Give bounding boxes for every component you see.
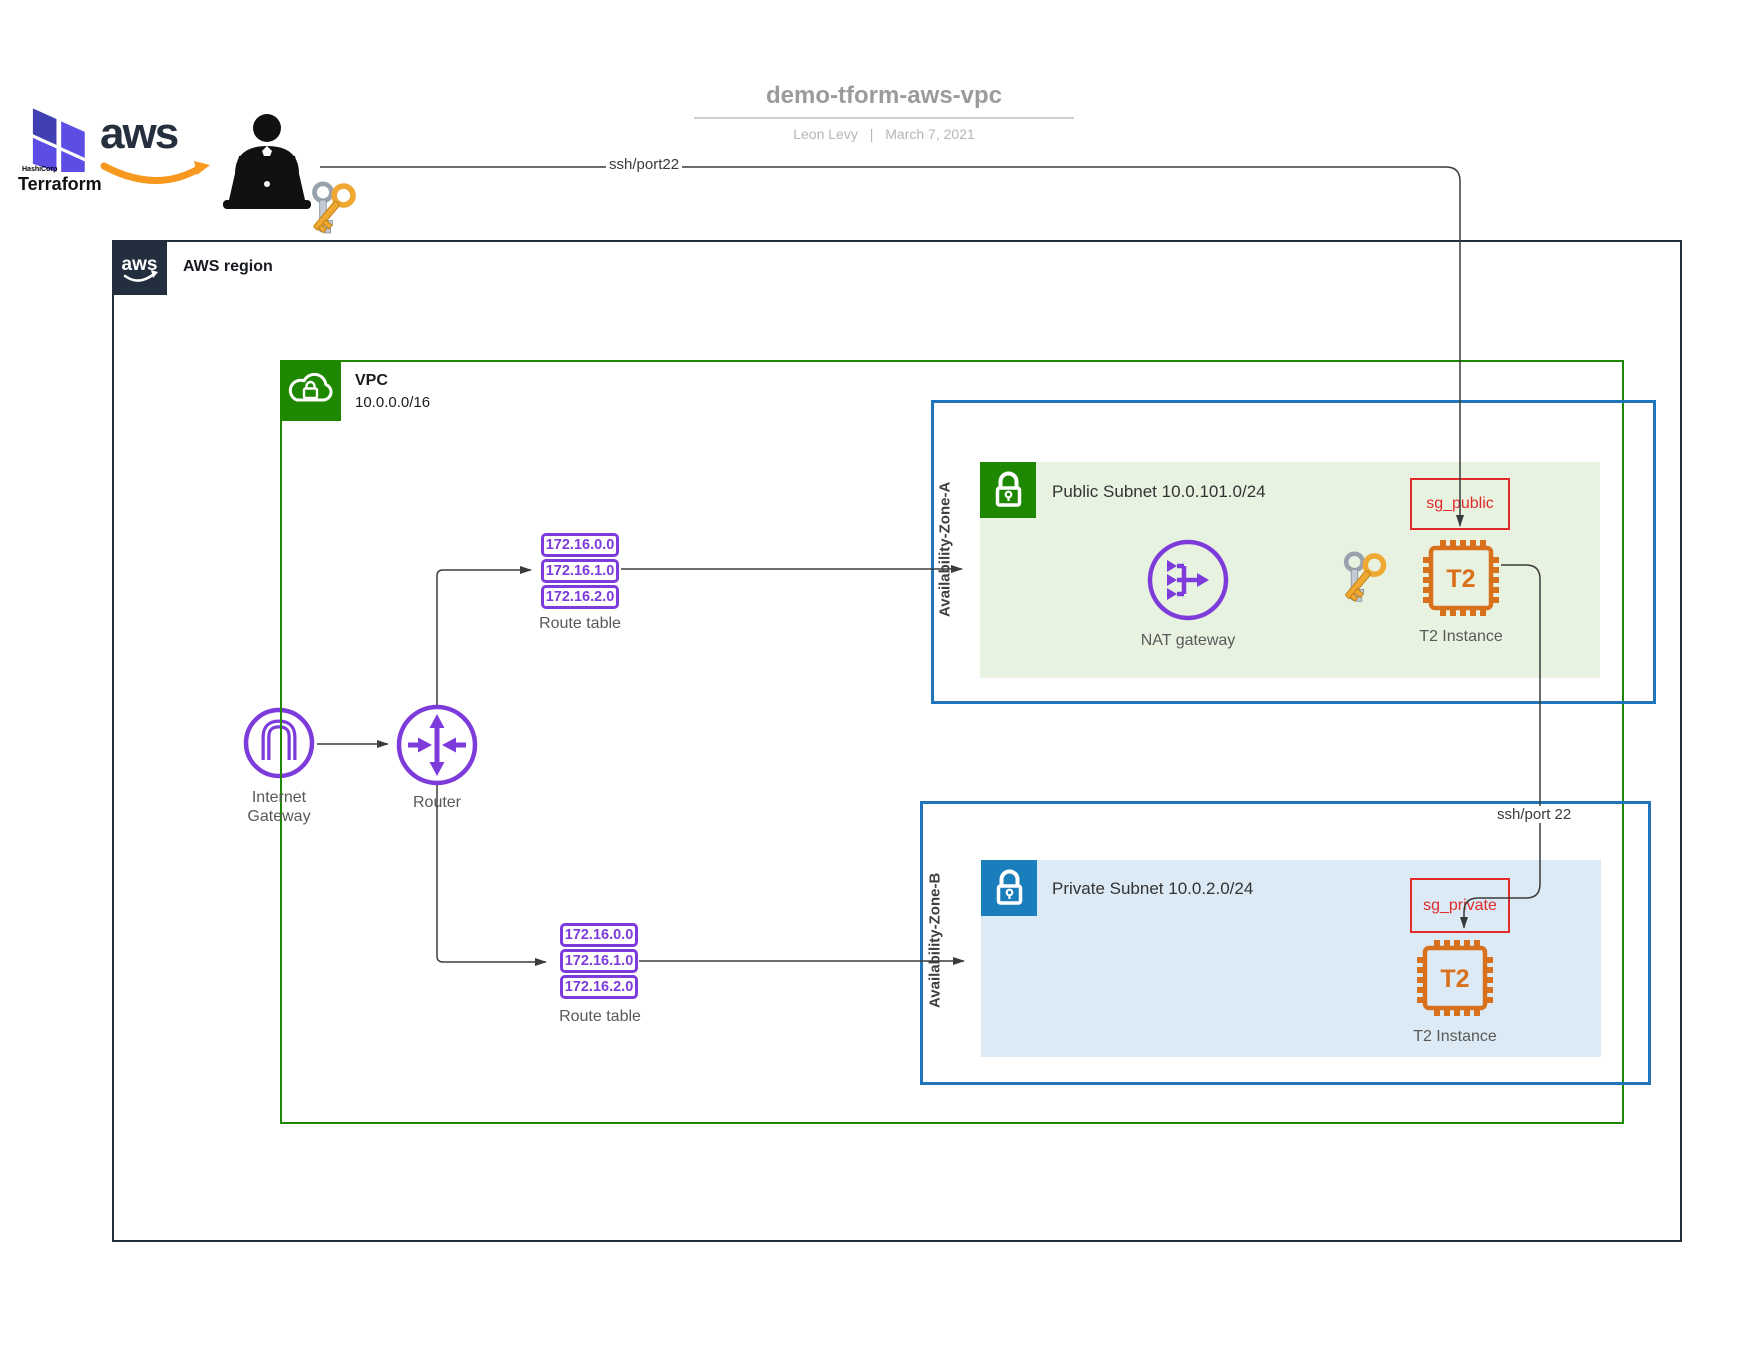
terraform-logo-icon [32,108,85,172]
page-title: demo-tform-aws-vpc [765,82,1003,109]
aws-region-icon: aws [112,240,167,295]
availability-zone-b-label: Availability-Zone-B [926,872,944,1008]
ssh-port22-top-label: ssh/port22 [606,156,683,173]
sg-public-box: sg_public [1410,478,1510,530]
title-underline [694,117,1074,119]
route-entry: 172.16.0.0 [560,923,638,947]
availability-zone-b-box [920,801,1651,1085]
sg-private-box: sg_private [1410,878,1510,933]
route-entry: 172.16.2.0 [560,975,638,999]
t2-instance-private-icon: T2 [1417,940,1493,1016]
route-entry: 172.16.1.0 [541,559,619,583]
public-subnet-lock-icon [980,462,1036,518]
route-entry: 172.16.1.0 [560,949,638,973]
hashicorp-label: HashiCorp [22,166,58,173]
aws-region-icon-text: aws [122,254,158,275]
page-subtitle: Leon Levy | March 7, 2021 [634,126,1134,142]
aws-logo-text: aws [100,109,179,158]
vpc-label: VPC [355,372,388,389]
private-subnet-title: Private Subnet 10.0.2.0/24 [1052,879,1254,898]
router-label: Router [412,794,462,811]
date: March 7, 2021 [885,126,975,142]
nat-gateway-label: NAT gateway [1140,632,1236,649]
vpc-cidr: 10.0.0.0/16 [355,394,431,411]
vpc-icon [280,360,341,421]
router-icon [396,704,478,786]
t2-private-chip-text: T2 [1440,965,1469,993]
route-table-a: 172.16.0.0 172.16.1.0 172.16.2.0 [541,533,619,611]
public-subnet-title: Public Subnet 10.0.101.0/24 [1052,482,1266,501]
internet-gateway-icon [243,707,315,779]
t2-public-chip-text: T2 [1446,565,1475,593]
route-entry: 172.16.2.0 [541,585,619,609]
t2-instance-private-label: T2 Instance [1413,1028,1497,1045]
route-entry: 172.16.0.0 [541,533,619,557]
author: Leon Levy [793,126,858,142]
nat-gateway-icon [1147,539,1229,621]
availability-zone-a-label: Availability-Zone-A [936,481,954,617]
private-subnet-lock-icon [981,860,1037,916]
person-laptop-icon [223,114,311,209]
ssh-port22-bottom-label: ssh/port 22 [1494,806,1575,823]
subtitle-separator: | [869,126,874,142]
vpc-border-overlay [280,703,282,783]
sg-private-label: sg_private [1423,896,1497,914]
sg-public-label: sg_public [1426,495,1494,512]
t2-instance-public-icon: T2 [1423,540,1499,616]
aws-region-label: AWS region [183,258,273,275]
internet-gateway-label: Internet Gateway [247,789,311,825]
route-table-b-label: Route table [559,1008,641,1025]
aws-smile-icon [100,161,210,184]
terraform-label: Terraform [18,174,102,194]
route-table-a-label: Route table [539,615,621,632]
t2-instance-public-label: T2 Instance [1419,628,1503,645]
keypair-icon [1338,546,1402,620]
route-table-b: 172.16.0.0 172.16.1.0 172.16.2.0 [560,923,638,1001]
